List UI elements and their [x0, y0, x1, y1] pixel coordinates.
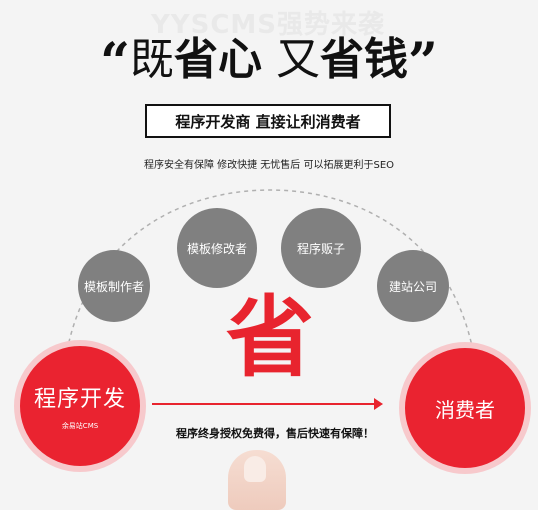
- developer-label: 程序开发: [33, 387, 126, 412]
- headline: “既省心 又省钱”: [0, 32, 538, 91]
- developer-circle: 程序开发 余易站CMS: [14, 340, 146, 472]
- subtitle-box: 程序开发商 直接让利消费者: [145, 104, 391, 138]
- middleman-circle-2: 模板修改者: [177, 208, 257, 288]
- headline-word-2: 省心: [174, 34, 262, 85]
- middleman-label-2: 模板修改者: [186, 241, 247, 256]
- middleman-circle-3: 程序贩子: [281, 208, 361, 288]
- subtitle-text: 程序开发商 直接让利消费者: [175, 112, 361, 131]
- arrow-head-icon: [374, 398, 383, 410]
- close-quote: ”: [408, 32, 438, 93]
- middleman-label-4: 建站公司: [388, 279, 437, 294]
- middleman-label-3: 程序贩子: [296, 241, 345, 256]
- developer-sub-label: 余易站CMS: [61, 422, 99, 430]
- headline-word-4: 省钱: [320, 34, 408, 85]
- direct-arrow: [152, 403, 378, 405]
- headline-word-1: 既: [130, 34, 174, 85]
- middleman-circle-4: 建站公司: [377, 250, 449, 322]
- consumer-circle: 消费者: [399, 342, 531, 474]
- headline-word-3: 又: [276, 34, 320, 85]
- tagline: 程序安全有保障 修改快捷 无忧售后 可以拓展更利于SEO: [143, 160, 395, 171]
- middleman-label-1: 模板制作者: [83, 279, 144, 294]
- middleman-circle-1: 模板制作者: [78, 250, 150, 322]
- watermark-text: YYSCMS强势来袭: [150, 10, 386, 40]
- big-character: 省: [225, 286, 314, 389]
- fingernail-image: [244, 456, 266, 482]
- consumer-label: 消费者: [435, 397, 495, 422]
- open-quote: “: [100, 32, 130, 93]
- arrow-caption: 程序终身授权免费得，售后快速有保障！: [176, 427, 374, 440]
